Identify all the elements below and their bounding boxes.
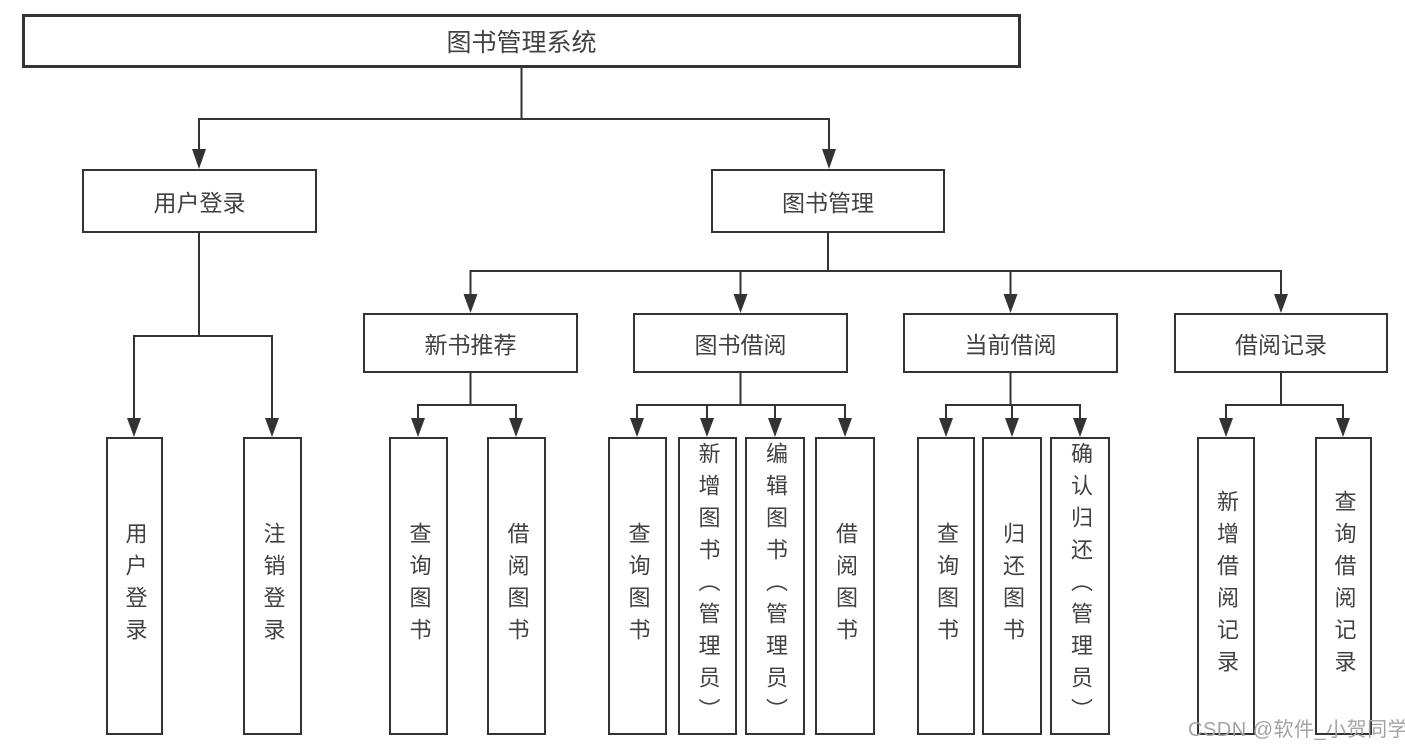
leaf-logout: 注销登录 xyxy=(243,437,302,735)
node-user-login: 用户登录 xyxy=(82,169,317,233)
leaf-search-books-1: 查询图书 xyxy=(389,437,448,735)
node-book-management: 图书管理 xyxy=(711,169,945,233)
leaf-borrow-books-1: 借阅图书 xyxy=(487,437,546,735)
node-label: 查询图书 xyxy=(934,522,959,650)
node-label: 图书借阅 xyxy=(694,332,787,358)
node-label: 用户登录 xyxy=(153,190,246,216)
node-label: 当前借阅 xyxy=(964,332,1057,358)
node-label: 注销登录 xyxy=(260,522,286,650)
leaf-borrow-books-2: 借阅图书 xyxy=(815,437,875,735)
leaf-add-borrow-record: 新增借阅记录 xyxy=(1197,437,1255,735)
node-label: 归还图书 xyxy=(1000,522,1025,650)
node-label: 图书管理系统 xyxy=(446,29,597,57)
node-label: 借阅图书 xyxy=(833,522,858,650)
leaf-search-borrow-record: 查询借阅记录 xyxy=(1315,437,1372,735)
csdn-watermark: CSDN @软件_小贺同学 xyxy=(1188,719,1405,741)
node-label: 用户登录 xyxy=(122,522,148,650)
leaf-search-books-3: 查询图书 xyxy=(917,437,975,735)
node-library-management-system: 图书管理系统 xyxy=(22,14,1021,68)
node-label: 查询借阅记录 xyxy=(1331,490,1357,682)
node-label: 查询图书 xyxy=(625,522,651,650)
leaf-add-books-admin: 新增图书（管理员） xyxy=(678,437,737,735)
arrowheads xyxy=(127,149,1350,437)
node-label: 新增借阅记录 xyxy=(1214,490,1239,682)
leaf-search-books-2: 查询图书 xyxy=(608,437,667,735)
node-book-borrowing: 图书借阅 xyxy=(633,313,848,373)
node-label: 编辑图书（管理员） xyxy=(763,442,788,730)
node-new-book-recommendation: 新书推荐 xyxy=(363,313,578,373)
leaf-confirm-return-admin: 确认归还（管理员） xyxy=(1050,437,1110,735)
node-label: 新书推荐 xyxy=(424,332,517,358)
leaf-user-login: 用户登录 xyxy=(106,437,163,735)
node-current-borrowing: 当前借阅 xyxy=(903,313,1118,373)
node-label: 新增图书（管理员） xyxy=(695,442,721,730)
node-label: 借阅图书 xyxy=(504,522,530,650)
node-label: 图书管理 xyxy=(782,190,874,216)
leaf-return-books: 归还图书 xyxy=(982,437,1042,735)
node-borrowing-records: 借阅记录 xyxy=(1174,313,1388,373)
leaf-edit-books-admin: 编辑图书（管理员） xyxy=(745,437,805,735)
node-label: 借阅记录 xyxy=(1235,332,1327,358)
node-label: 确认归还（管理员） xyxy=(1068,442,1093,730)
node-label: 查询图书 xyxy=(406,522,432,650)
